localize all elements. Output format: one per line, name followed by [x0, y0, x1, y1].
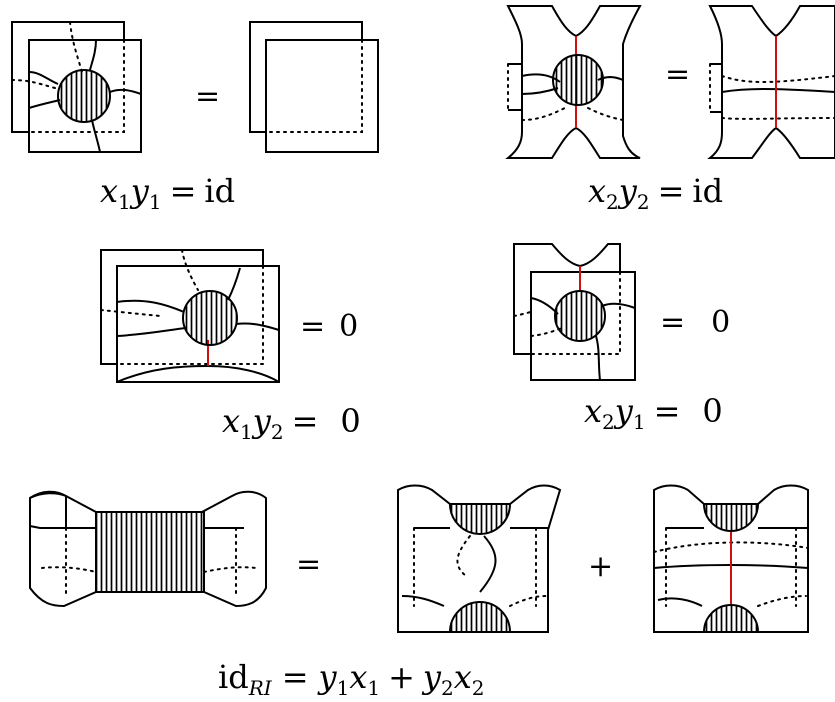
- equation-x2y1: x2y1=0: [584, 392, 723, 434]
- picture-equals: =: [665, 57, 690, 92]
- hatched-disc: [182, 290, 238, 346]
- equation-x1y1: x1y1=id: [100, 172, 235, 214]
- picture-equals: =: [296, 547, 321, 582]
- hatched-disc: [57, 69, 111, 123]
- x1y2-diagram: [100, 249, 280, 383]
- y1x1-diagram: [397, 484, 562, 633]
- x2y1-diagram: [513, 243, 636, 381]
- hatched-disc: [554, 290, 606, 342]
- id-ri-lhs-diagram: [29, 490, 267, 608]
- x1y1-rhs-diagram: [249, 21, 379, 153]
- x2y2-lhs-diagram: [505, 5, 642, 159]
- x2y2-rhs-diagram: [707, 5, 835, 159]
- picture-equals-zero: =0: [660, 305, 730, 340]
- hatched-disc: [552, 54, 604, 106]
- picture-equals-zero: =0: [300, 309, 358, 344]
- equation-id-ri: idRI=y1x1+y2x2: [218, 658, 485, 700]
- picture-plus: +: [588, 549, 613, 584]
- equation-x1y2: x1y2=0: [222, 402, 361, 444]
- x1y1-lhs-diagram: [11, 21, 142, 153]
- picture-equals: =: [195, 79, 220, 114]
- equation-x2y2: x2y2=id: [588, 172, 723, 214]
- y2x2-diagram: [653, 484, 809, 633]
